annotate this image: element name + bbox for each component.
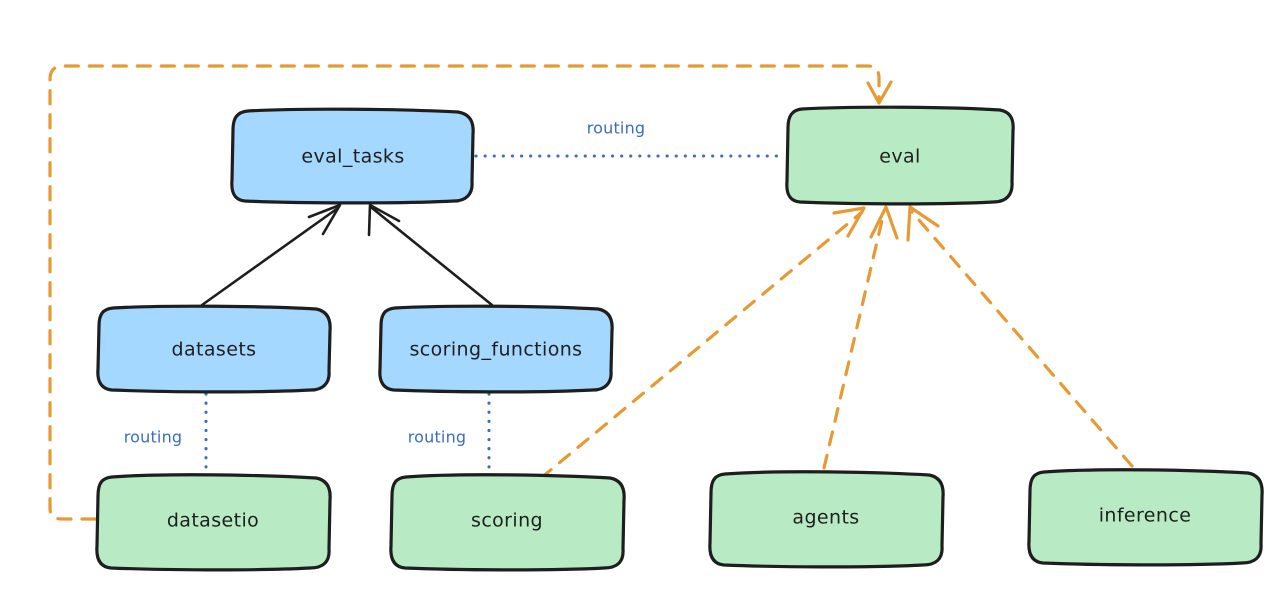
edge-path-agents-eval [822, 210, 886, 470]
node-shape-inference [1027, 468, 1264, 567]
node-eval-tasks[interactable]: eval_tasks [230, 107, 475, 205]
node-datasets[interactable]: datasets [96, 304, 332, 394]
edge-path-inference-eval [910, 210, 1134, 468]
arrowhead-agents-eval [869, 205, 899, 240]
edge-path-datasets-evaltasks [200, 206, 340, 307]
node-shape-datasetio [95, 473, 332, 572]
arrowhead-datasets-evaltasks [307, 203, 342, 236]
node-shape-datasets [96, 304, 332, 394]
edge-datasets-to-datasetio-routing[interactable]: routing [124, 392, 208, 474]
node-agents[interactable]: agents [708, 470, 945, 569]
edge-agents-to-eval[interactable] [822, 205, 899, 470]
node-scoring-functions[interactable]: scoring_functions [378, 304, 614, 394]
edge-label-routing-eval: routing [587, 119, 646, 138]
edge-label-routing-datasetio: routing [124, 428, 183, 447]
edge-path-scoring-eval [539, 210, 864, 480]
node-eval[interactable]: eval [785, 105, 1015, 206]
node-scoring[interactable]: scoring [389, 473, 626, 572]
node-label-scoring: scoring [471, 510, 543, 532]
node-shape-eval [785, 105, 1015, 206]
arrowhead-inference-eval [906, 205, 940, 242]
node-shape-agents [708, 470, 945, 569]
edge-scoring-functions-to-scoring-routing[interactable]: routing [408, 392, 491, 474]
edge-path-scoringfunctions-evaltasks [370, 206, 494, 307]
edge-scoring-to-eval[interactable] [539, 206, 866, 480]
edge-scoring-functions-to-eval-tasks[interactable] [367, 203, 494, 307]
edge-datasets-to-eval-tasks[interactable] [200, 203, 342, 307]
edge-path-datasetio-eval [48, 64, 881, 521]
node-label-datasets: datasets [172, 339, 257, 361]
arrowhead-scoringfunctions-evaltasks [367, 203, 401, 237]
node-label-scoring-functions: scoring_functions [410, 339, 583, 361]
arrowhead-into-eval-top [866, 80, 893, 105]
node-label-datasetio: datasetio [167, 510, 259, 532]
edge-eval-tasks-to-eval-routing[interactable]: routing [474, 119, 785, 158]
node-datasetio[interactable]: datasetio [95, 473, 332, 572]
node-shape-scoring-functions [378, 304, 614, 394]
edge-datasetio-to-eval[interactable] [48, 64, 893, 521]
node-shape-eval-tasks [230, 107, 475, 205]
edge-inference-to-eval[interactable] [906, 205, 1134, 468]
node-label-inference: inference [1099, 505, 1192, 527]
edge-label-routing-scoring: routing [408, 428, 467, 447]
node-inference[interactable]: inference [1027, 468, 1264, 567]
node-shape-scoring [389, 473, 626, 572]
arrowhead-scoring-eval [832, 206, 866, 238]
node-label-eval: eval [879, 146, 920, 168]
node-label-agents: agents [792, 507, 859, 529]
node-label-eval-tasks: eval_tasks [301, 146, 404, 168]
